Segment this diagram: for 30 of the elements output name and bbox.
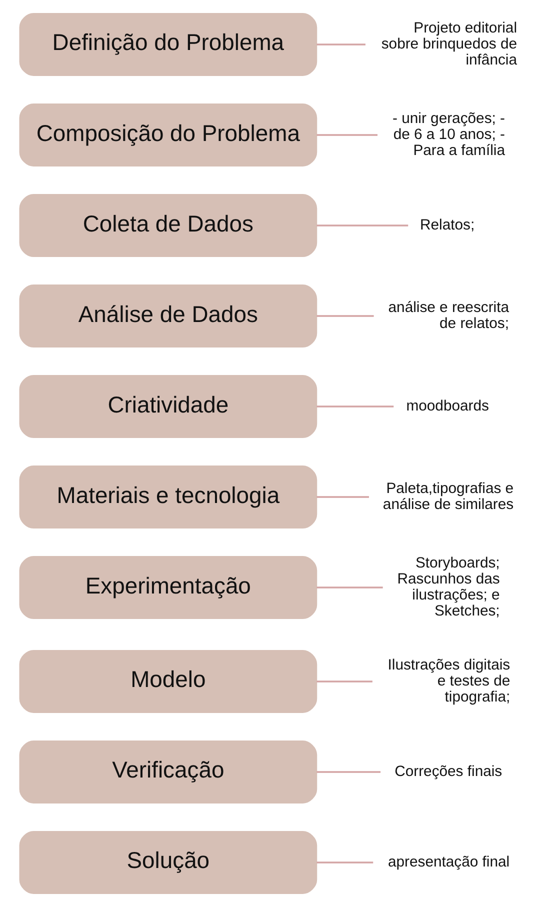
node-text: Ilustrações digitais e testes de tipografia; xyxy=(387,656,510,705)
connector xyxy=(316,224,408,226)
node-text: moodboards xyxy=(406,398,488,414)
connector xyxy=(316,314,374,316)
node-box: Coleta de Dados xyxy=(18,194,317,257)
node-box: Solução xyxy=(18,830,317,894)
connector xyxy=(316,134,378,136)
node-box: Análise de Dados xyxy=(18,284,317,348)
node-box: Definição do Problema xyxy=(18,12,317,76)
node-text: apresentação final xyxy=(387,854,510,870)
node-box: Experimentação xyxy=(18,556,317,619)
connector xyxy=(316,770,380,772)
node-box: Verificação xyxy=(18,740,317,803)
connector xyxy=(316,586,382,588)
node-box: Composição do Problema xyxy=(18,103,317,166)
node-text: Correções finais xyxy=(394,763,502,780)
node-text: - unir gerações; - de 6 a 10 anos; - Para a família xyxy=(392,110,504,158)
connector xyxy=(316,43,365,45)
connector xyxy=(316,680,372,682)
node-text: Storyboards; Rascunhos das ilustrações; e Sketches; xyxy=(396,554,500,619)
node-text: Projeto editorial sobre brinquedos de infância xyxy=(380,20,517,68)
node-box: Criatividade xyxy=(18,374,317,438)
node-text: Paleta,tipografias e análise de similares xyxy=(382,480,514,512)
node-box: Materiais e tecnologia xyxy=(18,465,317,528)
node-text: Relatos; xyxy=(420,216,474,233)
node-box: Modelo xyxy=(18,649,317,712)
node-text: análise e reescrita de relatos; xyxy=(388,299,508,332)
connector xyxy=(316,405,394,407)
connector xyxy=(316,861,373,863)
connector xyxy=(316,496,368,498)
